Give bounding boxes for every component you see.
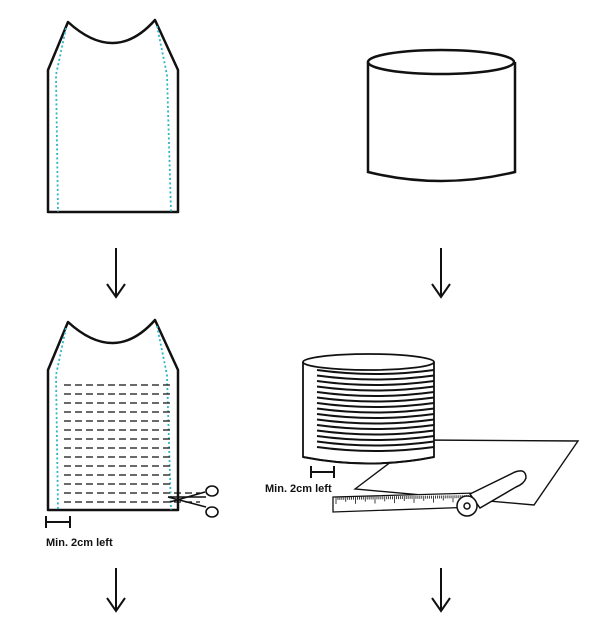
fabric-layer: [316, 396, 435, 403]
fabric-layer: [316, 446, 435, 452]
right-seam-line: [156, 25, 172, 213]
min-left-marker: [45, 516, 71, 528]
fabric-layer: [316, 435, 435, 441]
fabric-layer: [316, 418, 435, 425]
fabric-layer: [316, 374, 435, 381]
fabric-layer: [316, 402, 435, 408]
rotary-cutter-icon: [456, 470, 527, 517]
ruler-icon: [332, 492, 477, 513]
down-arrow-icon: [431, 568, 451, 613]
down-arrow-icon: [106, 248, 126, 299]
down-arrow-icon: [106, 568, 126, 613]
cut-lines: [64, 384, 200, 503]
min-left-label: Min. 2cm left: [46, 537, 113, 549]
fabric-layer: [316, 385, 435, 392]
tank-top-step-1: [46, 18, 180, 214]
fabric-layer: [316, 424, 435, 430]
min-left-label: Min. 2cm left: [265, 483, 332, 495]
fabric-layer: [316, 391, 435, 397]
fabric-layer: [316, 440, 435, 447]
scissors-icon: [167, 485, 219, 518]
down-arrow-icon: [431, 248, 451, 299]
min-left-marker: [310, 466, 335, 478]
fabric-layer: [316, 407, 435, 414]
fabric-layer: [316, 429, 435, 436]
fabric-layer: [316, 380, 435, 386]
fabric-layer: [316, 413, 435, 419]
tank-top-step-2: [46, 318, 200, 512]
fabric-tube: [366, 48, 517, 183]
fabric-layer: [316, 369, 435, 375]
rolled-fabric-stack: [302, 353, 435, 465]
